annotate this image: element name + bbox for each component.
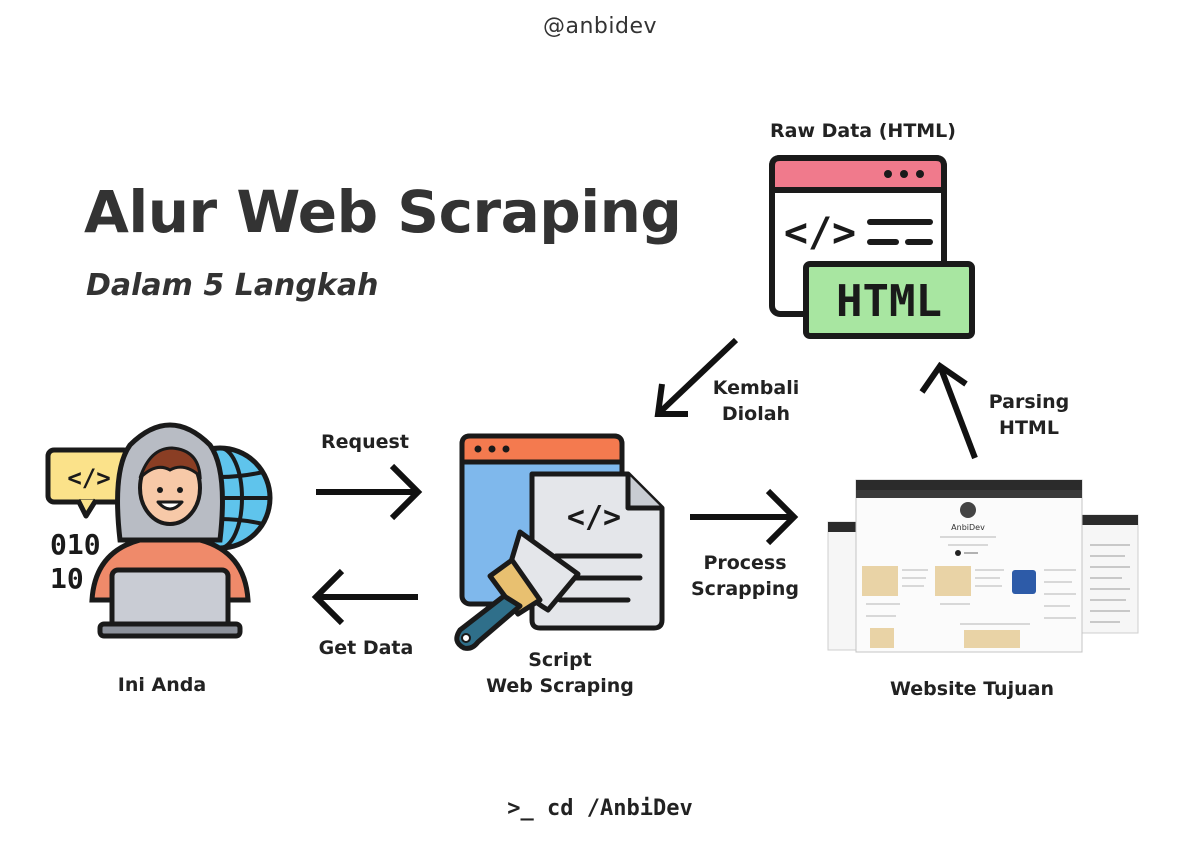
raw-code-glyph: </> (784, 210, 856, 256)
binary-row-2: 10 (50, 562, 84, 595)
kembali-label-line1: Kembali (712, 377, 800, 399)
html-badge-text: HTML (836, 276, 942, 327)
speech-bubble-code-icon: </> (45, 447, 133, 519)
script-label-line2: Web Scraping (486, 675, 634, 697)
page-title: Alur Web Scraping (84, 178, 682, 246)
code-scraper-icon: </> (454, 433, 665, 651)
request-label: Request (321, 431, 409, 453)
parsing-label-line1: Parsing (988, 391, 1070, 413)
html-window-icon: </> HTML (769, 155, 975, 339)
process-label-line2: Scrapping (691, 578, 799, 600)
website-label: Website Tujuan (890, 678, 1054, 700)
process-arrow (690, 488, 799, 546)
get-data-label: Get Data (318, 637, 414, 659)
raw-data-label: Raw Data (HTML) (770, 120, 956, 142)
script-label-line1: Script (528, 649, 592, 671)
script-code-glyph: </> (567, 500, 621, 535)
get-data-arrow (311, 568, 418, 626)
kembali-label-line2: Diolah (721, 403, 791, 425)
page-subtitle: Dalam 5 Langkah (86, 268, 379, 303)
site-name-text: AnbiDev (951, 523, 985, 532)
binary-row-1: 010 (50, 528, 101, 561)
author-handle: @anbidev (542, 14, 658, 39)
parsing-arrow (919, 361, 978, 460)
hacker-laptop-icon: </> 010 10 (45, 422, 273, 639)
request-arrow (316, 463, 423, 521)
bubble-code-glyph: </> (67, 464, 110, 492)
process-label-line1: Process (703, 552, 787, 574)
footer-command: >_ cd /AnbiDev (507, 796, 693, 821)
user-label: Ini Anda (117, 674, 207, 696)
kembali-arrow (654, 337, 739, 417)
website-screenshot: AnbiDev (827, 479, 1139, 653)
parsing-label-line2: HTML (999, 417, 1059, 439)
